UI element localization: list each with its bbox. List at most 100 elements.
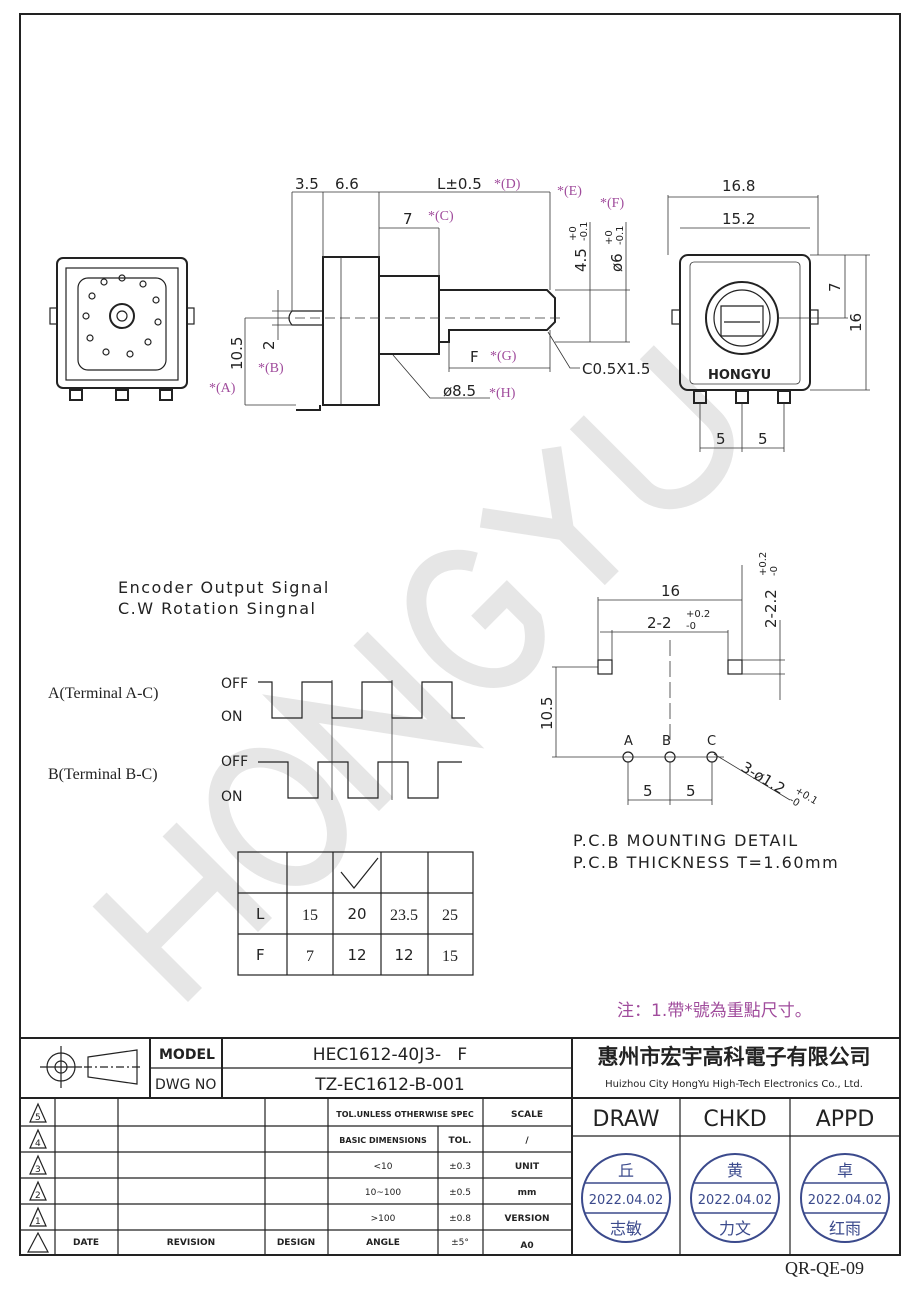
signal-subtitle: C.W Rotation Singnal [118,599,316,618]
terminal-a-label: A(Terminal A-C) [48,685,158,702]
dwg-label: DWG NO [155,1077,216,1093]
row-label-F: F [256,946,265,964]
company-en: Huizhou City HongYu High-Tech Electronic… [605,1079,863,1090]
basic-dimensions: BASIC DIMENSIONS [339,1136,427,1145]
tol-plus: +0 [568,226,579,241]
model-value: HEC1612-40J3- F [313,1045,467,1065]
terminal-b-label: B(Terminal B-C) [48,766,158,783]
waveform-a [258,681,465,719]
dim-L: L±0.5 [437,175,482,193]
pcb-dim-16: 16 [661,582,680,600]
projection-symbol-icon [40,1046,142,1088]
angle-tol: ±5° [451,1238,469,1248]
dim-F: F [470,348,479,366]
stamp-date: 2022.04.02 [589,1193,663,1208]
stamp-draw: 丘 2022.04.02 志敏 [581,1153,671,1243]
note: 注：1.帶*號為重點尺寸。 [617,1001,812,1021]
pcb-pitch-tol-plus: +0.2 [686,609,710,620]
rev-3: 3 [35,1165,41,1175]
revision-label: REVISION [167,1238,215,1248]
stamp-chkd: 黄 2022.04.02 力文 [690,1153,780,1243]
title-block: MODEL DWG NO HEC1612-40J3- F TZ-EC1612-B… [20,1037,900,1255]
stamp-date: 2022.04.02 [808,1193,882,1208]
mark-A: *(A) [209,381,236,396]
cell: 12 [394,946,413,964]
stamp-date: 2022.04.02 [698,1193,772,1208]
tol-label: TOL. [449,1136,472,1146]
tol-range: >100 [371,1214,396,1224]
tol-range: <10 [374,1162,393,1172]
mark-D: *(D) [494,177,521,192]
version-value: A0 [520,1241,533,1251]
pcb-hole-tol-minus: -0 [787,795,801,810]
mark-C: *(C) [428,209,454,224]
cell: 20 [347,905,366,923]
pcb-vert-tol-plus: +0.2 [758,552,769,576]
draw-label: DRAW [593,1107,660,1132]
stamp-name: 志敏 [610,1219,642,1238]
cell: 7 [306,948,314,965]
b-off: OFF [221,754,248,770]
stamp-appd: 卓 2022.04.02 红雨 [800,1153,890,1243]
chkd-label: CHKD [703,1107,766,1132]
pcb-pitch-1: 5 [643,782,653,800]
scale-label: SCALE [511,1110,543,1120]
front-view [49,257,195,401]
pcb-detail-title: P.C.B MOUNTING DETAIL [573,831,799,850]
cell: 12 [347,946,366,964]
dim-6.6: 6.6 [335,175,359,193]
dim-16: 16 [847,313,865,332]
mark-B: *(B) [258,361,284,376]
stamp-name: 红雨 [829,1219,861,1238]
tol-plus: +0 [604,230,615,245]
pcb-vert-tol-minus: -0 [769,566,780,576]
side-view: 3.5 6.6 L±0.5 *(D) *(E) *(F) 7 *(C) 4.5 … [209,175,650,411]
unit-label: UNIT [515,1162,540,1172]
unit-value: mm [518,1188,537,1198]
pin-c: C [707,734,716,749]
appd-label: APPD [816,1107,875,1132]
mark-G: *(G) [490,349,517,364]
a-off: OFF [221,676,248,692]
mark-E: *(E) [557,184,582,199]
dim-2: 2 [260,340,278,350]
rear-view: 16.8 15.2 7 16 5 5 HONGYU [667,177,870,452]
rev-5: 5 [35,1113,41,1123]
pcb-dim-10.5: 10.5 [538,697,556,730]
tol-minus: -0.1 [615,225,626,245]
signal-title: Encoder Output Signal [118,578,330,597]
rev-1: 1 [35,1217,41,1227]
scale-value: / [525,1136,529,1146]
cell: 25 [442,907,458,924]
dim-7: 7 [403,210,413,228]
tol-value: ±0.8 [449,1214,471,1224]
length-table: L F 15 20 23.5 25 7 12 12 15 [237,851,474,976]
dim-3.5: 3.5 [295,175,319,193]
dim-bushing: ø8.5 [443,382,476,400]
mark-H: *(H) [489,386,516,401]
dim-15.2: 15.2 [722,210,755,228]
date-label: DATE [73,1238,99,1248]
rev-2: 2 [35,1191,41,1201]
stamp-top: 卓 [837,1161,853,1180]
watermark-logo [92,345,734,1003]
mark-F: *(F) [600,196,624,211]
dim-shaft-flat: 4.5 [572,248,590,272]
dim-16.8: 16.8 [722,177,755,195]
sheet-border [19,13,901,1256]
dim-7-right: 7 [826,282,844,292]
dim-pitch-2: 5 [758,430,768,448]
stamp-top: 黄 [727,1161,743,1180]
a-on: ON [221,709,243,725]
tol-minus: -0.1 [579,221,590,241]
cell: 15 [302,907,318,924]
pcb-pitch-tol-minus: -0 [686,621,696,632]
dim-pitch-1: 5 [716,430,726,448]
pin-a: A [624,734,633,749]
pcb-mounting-detail: 16 2-2 +0.2 -0 2-2.2 +0.2 -0 10.5 A B C … [538,552,838,872]
encoder-signal: Encoder Output Signal C.W Rotation Singn… [48,578,465,805]
cell: 15 [442,948,458,965]
b-on: ON [221,789,243,805]
version-label: VERSION [504,1214,549,1224]
